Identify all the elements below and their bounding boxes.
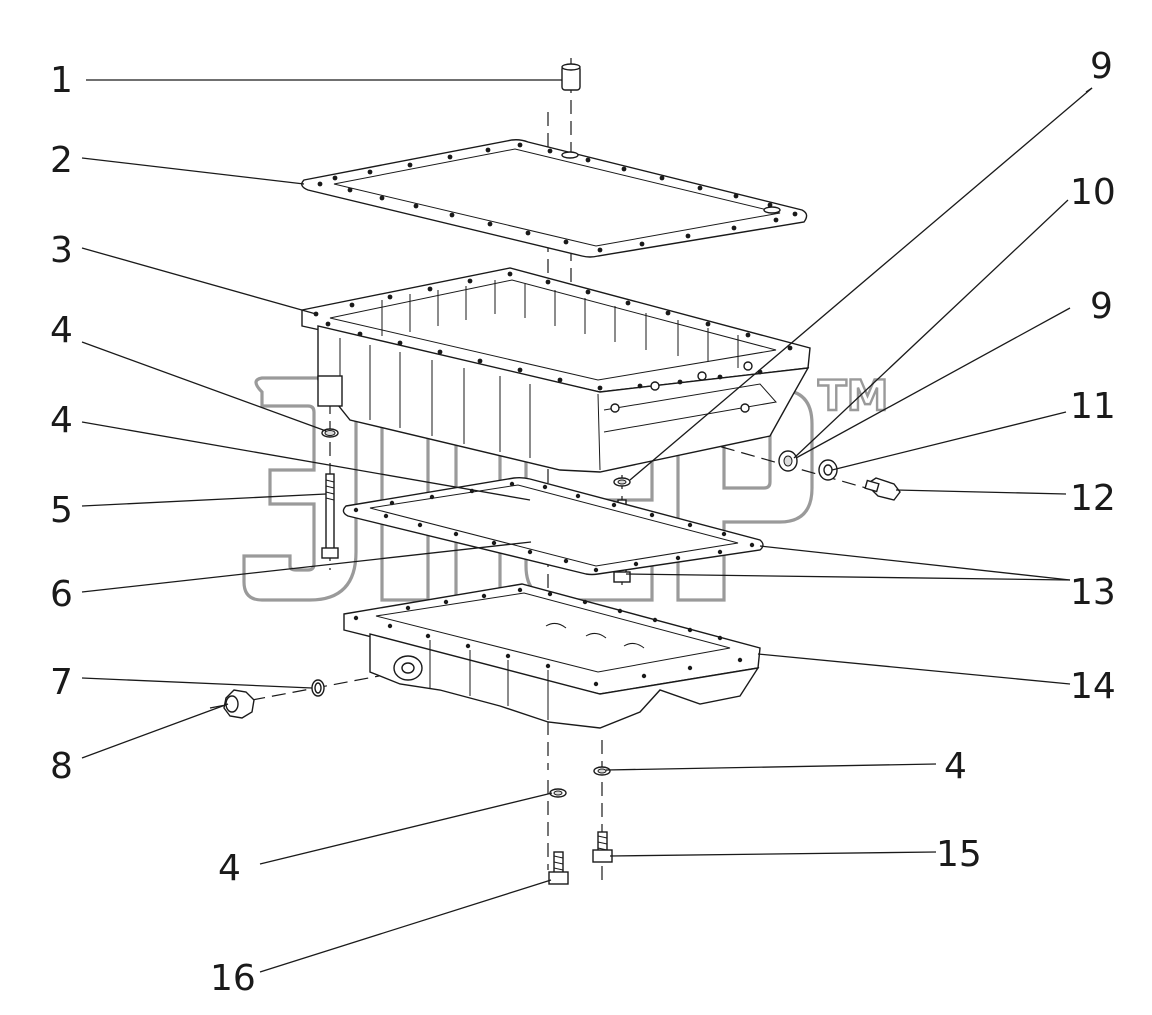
side-plug-set (778, 450, 901, 501)
callout-11: 11 (1070, 386, 1116, 427)
callout-4-upper: 4 (50, 310, 73, 351)
callout-13: 13 (1070, 572, 1116, 613)
washer-right-upper (613, 477, 631, 487)
leader-lines (81, 79, 1093, 973)
bolt-16 (548, 851, 569, 885)
callout-15: 15 (936, 834, 982, 875)
upper-oil-pan (301, 267, 811, 473)
callout-4-gasket: 4 (50, 400, 73, 441)
callout-2: 2 (50, 140, 73, 181)
long-stud-left (321, 473, 339, 559)
callout-14: 14 (1070, 666, 1116, 707)
callout-9-top: 9 (1090, 46, 1113, 87)
callout-4-lower-right: 4 (944, 746, 967, 787)
callout-labels: 1 2 3 4 4 5 6 7 8 9 10 9 11 12 13 14 4 1… (50, 46, 1116, 999)
upper-gasket (301, 139, 808, 258)
callout-9-side: 9 (1090, 286, 1113, 327)
callout-4-lower-left: 4 (218, 848, 241, 889)
bolt-15 (592, 831, 613, 863)
callout-10: 10 (1070, 172, 1116, 213)
washer-lower-left (549, 788, 567, 798)
drain-plug-set (223, 679, 325, 719)
callout-1: 1 (50, 60, 73, 101)
callout-6: 6 (50, 574, 73, 615)
lower-oil-pan (343, 583, 761, 729)
washer-lower-right (593, 766, 611, 776)
dowel-sleeve (561, 63, 581, 91)
callout-16: 16 (210, 958, 256, 999)
callout-8: 8 (50, 746, 73, 787)
middle-gasket (342, 476, 764, 576)
callout-12: 12 (1070, 478, 1116, 519)
callout-3: 3 (50, 230, 73, 271)
callout-5: 5 (50, 490, 73, 531)
trademark-mark: TM (818, 371, 888, 420)
callout-7: 7 (50, 662, 73, 703)
